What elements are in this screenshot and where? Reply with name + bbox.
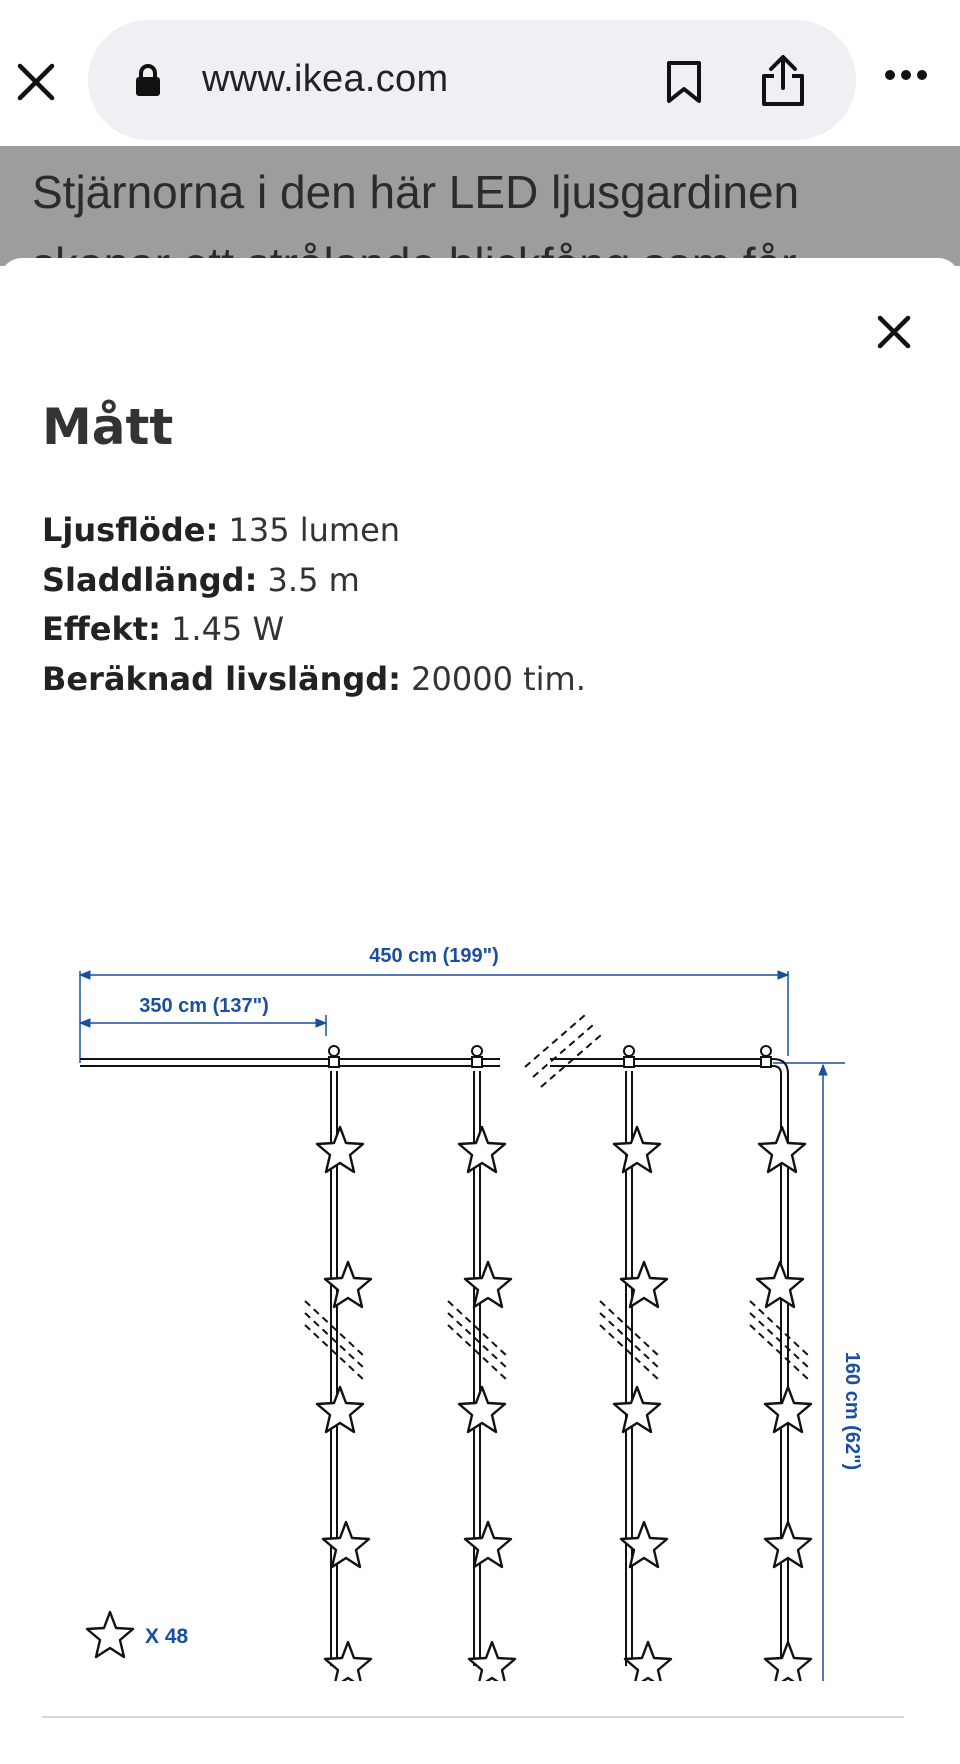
cord-length-label: 350 cm (137") <box>139 995 269 1017</box>
dimension-diagram: 450 cm (199") 350 cm (137") 160 cm (62") <box>78 945 863 1681</box>
spec-label: Effekt: <box>42 610 161 648</box>
spec-list: Ljusflöde: 135 lumen Sladdlängd: 3.5 m E… <box>42 506 586 704</box>
share-icon[interactable] <box>760 54 806 108</box>
spec-value: 20000 tim. <box>411 659 586 698</box>
spec-value: 1.45 W <box>171 610 285 648</box>
close-icon[interactable] <box>14 60 58 104</box>
spec-row: Beräknad livslängd: 20000 tim. <box>42 655 586 705</box>
light-strand <box>447 1045 517 1681</box>
spec-value: 135 lumen <box>228 511 401 549</box>
light-strand <box>304 1045 373 1681</box>
more-icon[interactable] <box>884 68 928 82</box>
main-cord <box>80 1055 789 1671</box>
bookmark-icon[interactable] <box>664 60 704 104</box>
spec-row: Sladdlängd: 3.5 m <box>42 556 586 606</box>
cord-break-mark <box>524 1014 602 1088</box>
spec-row: Ljusflöde: 135 lumen <box>42 506 586 556</box>
background-page-overlay: Stjärnorna i den här LED ljusgardinen sk… <box>0 146 960 266</box>
star-count-label: X 48 <box>145 1625 189 1648</box>
star-legend-icon <box>85 1610 135 1659</box>
spec-row: Effekt: 1.45 W <box>42 605 586 655</box>
spec-label: Sladdlängd: <box>42 560 258 599</box>
cord-dimension <box>78 1015 328 1036</box>
width-label: 450 cm (199") <box>369 945 499 967</box>
background-text-line-1: Stjärnorna i den här LED ljusgardinen <box>32 166 800 218</box>
height-label: 160 cm (62") <box>841 1352 863 1470</box>
lock-icon <box>136 64 160 96</box>
sheet-title: Mått <box>42 398 174 456</box>
dimensions-sheet: Mått Ljusflöde: 135 lumen Sladdlängd: 3.… <box>0 258 960 1764</box>
spec-value: 3.5 m <box>267 560 360 599</box>
url-text: www.ikea.com <box>202 58 449 100</box>
light-strand <box>599 1045 673 1681</box>
close-sheet-icon[interactable] <box>868 306 920 358</box>
section-divider <box>42 1716 904 1718</box>
address-bar[interactable]: www.ikea.com <box>88 20 856 140</box>
spec-label: Beräknad livslängd: <box>42 659 401 698</box>
browser-toolbar: www.ikea.com <box>0 0 960 146</box>
width-dimension <box>78 970 790 1063</box>
spec-label: Ljusflöde: <box>42 511 219 549</box>
